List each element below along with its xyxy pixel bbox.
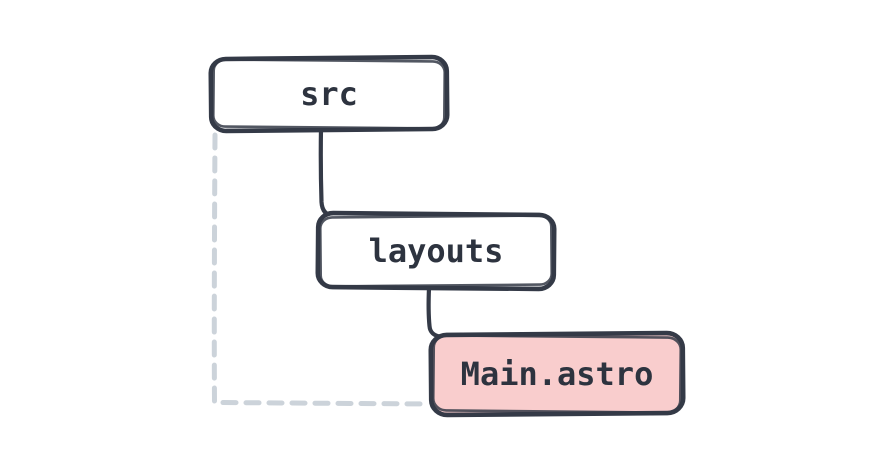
node-main-astro-box-sketch [431, 334, 683, 414]
node-src-label: src [300, 75, 358, 113]
node-layouts-box-sketch [318, 214, 554, 288]
node-src: src [208, 54, 450, 134]
node-src-box-sketch [212, 58, 446, 130]
node-layouts-label: layouts [369, 232, 504, 270]
node-layouts: layouts [315, 210, 557, 292]
edge-layouts-to-main-astro [426, 285, 445, 340]
node-main-astro-box [428, 330, 686, 418]
node-main-astro-label: Main.astro [461, 355, 654, 393]
edge-src-to-layouts [318, 125, 337, 219]
node-main-astro: Main.astro [428, 330, 686, 418]
node-layouts-box [315, 210, 557, 292]
node-src-box [208, 54, 450, 134]
edge-src-to-main-astro-dashed [211, 132, 432, 407]
